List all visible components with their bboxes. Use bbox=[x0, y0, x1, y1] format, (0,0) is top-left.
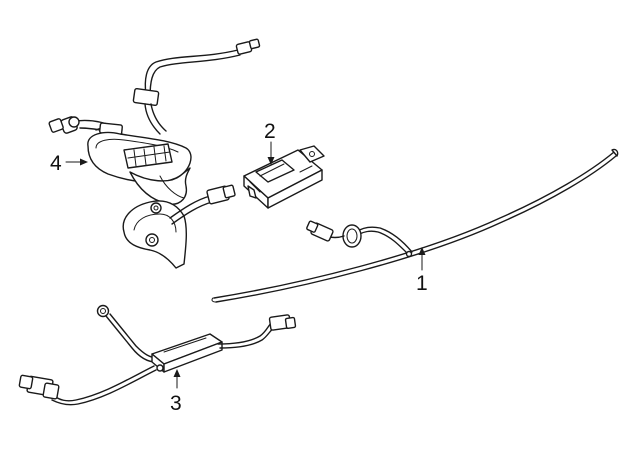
callout-4-label: 4 bbox=[50, 152, 62, 175]
callout-3: 3 bbox=[170, 369, 182, 415]
callout-4: 4 bbox=[50, 152, 88, 175]
callout-2: 2 bbox=[264, 120, 276, 165]
callout-1: 1 bbox=[416, 247, 428, 295]
callout-2-label: 2 bbox=[264, 120, 276, 143]
callout-1-label: 1 bbox=[416, 272, 428, 295]
callout-1-arrow bbox=[418, 247, 426, 255]
callout-3-label: 3 bbox=[170, 392, 182, 415]
part-1-cable bbox=[211, 148, 619, 303]
callout-2-arrow bbox=[267, 157, 275, 165]
part-2-module bbox=[243, 145, 325, 209]
callout-3-arrow bbox=[173, 369, 181, 377]
part-3-cable bbox=[18, 304, 297, 406]
part-4-harness bbox=[48, 38, 261, 269]
callout-4-arrow bbox=[80, 158, 88, 166]
